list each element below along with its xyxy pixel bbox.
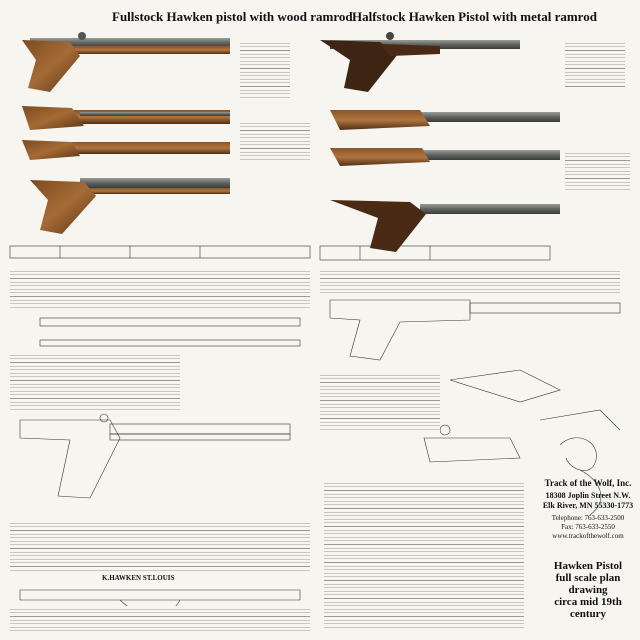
halfstock-side-drawing [329, 299, 621, 361]
fullstock-detail-text [10, 352, 180, 412]
halfstock-photo-1 [320, 32, 520, 92]
instructions-text [324, 480, 524, 630]
fullstock-notes-text [10, 520, 310, 572]
caption-box-2 [565, 40, 625, 90]
halfstock-intro-text [320, 268, 620, 296]
fullstock-photo-1 [22, 32, 230, 92]
lock-drawing [423, 424, 597, 471]
publisher-name: Track of the Wolf, Inc. [544, 478, 632, 488]
plan-title-line-3: drawing [568, 584, 608, 596]
fullstock-photo-3 [22, 140, 230, 160]
plan-title-line-1: Hawken Pistol [553, 560, 623, 572]
halfstock-photo-2 [330, 110, 560, 130]
caption-box-3 [240, 120, 310, 160]
barrel-profile-drawing [39, 317, 301, 347]
fullstock-photo-4 [30, 178, 230, 234]
plan-title-line-4: circa mid 19th [554, 596, 622, 608]
maker-stamp-label: K.HAWKEN ST.LOUIS [102, 574, 175, 582]
publisher-block: Track of the Wolf, Inc. 18308 Joplin Str… [540, 478, 636, 540]
publisher-website[interactable]: www.trackofthewolf.com [552, 532, 624, 540]
caption-box-1 [240, 40, 290, 100]
plan-title-line-2: full scale plan [555, 572, 621, 584]
plan-title-line-5: century [569, 608, 607, 620]
fullstock-side-drawing [19, 413, 291, 499]
publisher-address-2: Elk River, MN 55330-1773 [542, 501, 634, 510]
halfstock-photo-3 [330, 148, 560, 166]
fullstock-heading: Fullstock Hawken pistol with wood ramrod [112, 9, 353, 24]
publisher-address-1: 18308 Joplin Street N.W. [545, 491, 631, 500]
publisher-phone: Telephone: 763-633-2500 [551, 514, 625, 522]
halfstock-detail-text [320, 372, 440, 432]
stock-top-view-drawing [9, 245, 311, 259]
fullstock-intro-text [10, 268, 310, 308]
halfstock-photo-4 [330, 200, 560, 252]
parts-drawing [449, 369, 621, 516]
fullstock-photo-2 [22, 106, 230, 130]
caption-box-4 [565, 150, 630, 190]
plan-title-block: Hawken Pistol full scale plan drawing ci… [540, 560, 636, 620]
publisher-fax: Fax: 763-633-2550 [561, 523, 615, 531]
bottom-notes-text [10, 606, 310, 632]
halfstock-heading: Halfstock Hawken Pistol with metal ramro… [352, 9, 597, 24]
halfstock-top-view-drawing [319, 245, 551, 261]
